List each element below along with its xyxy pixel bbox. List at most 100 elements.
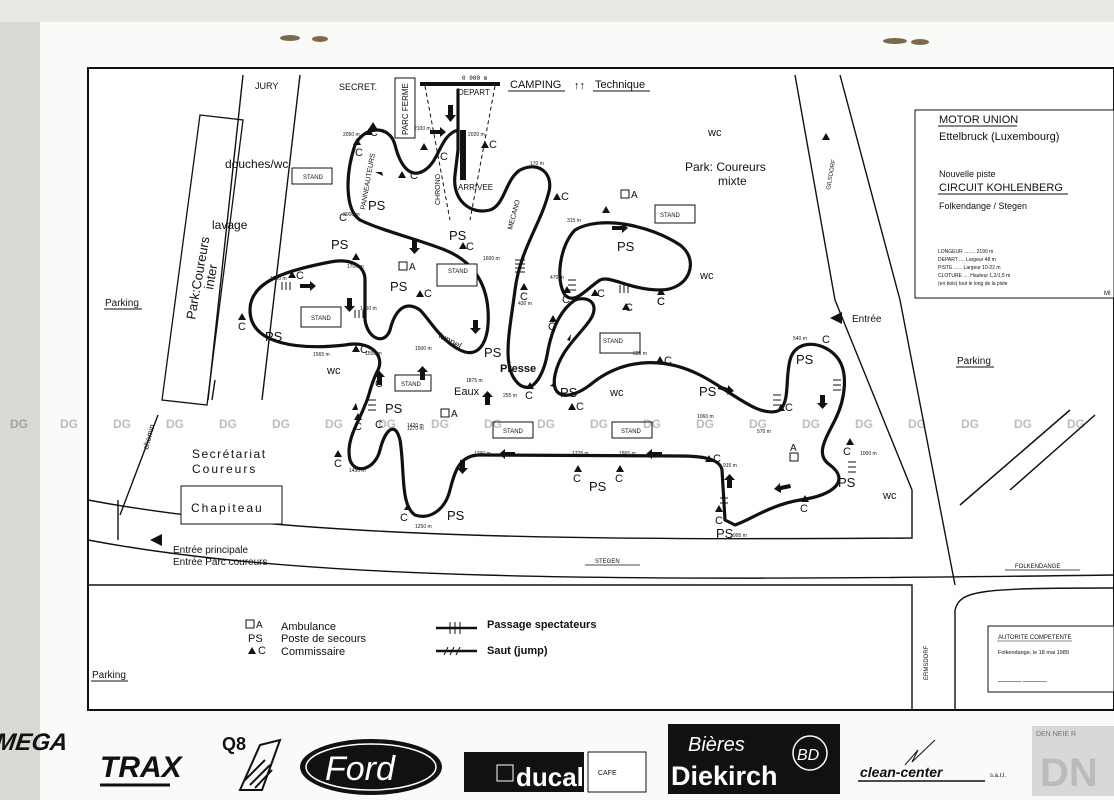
svg-text:STAND: STAND xyxy=(660,213,681,219)
svg-text:TRAX: TRAX xyxy=(100,751,184,784)
svg-text:C: C xyxy=(800,503,808,515)
parc-ferme-box xyxy=(394,77,416,139)
svg-text:A: A xyxy=(451,409,458,420)
svg-text:DG: DG xyxy=(855,417,873,431)
svg-text:A: A xyxy=(256,620,263,631)
svg-text:DG: DG xyxy=(484,417,502,431)
park-inter-area xyxy=(161,114,244,406)
svg-text:1700 m: 1700 m xyxy=(347,264,364,270)
svg-text:1290 m: 1290 m xyxy=(474,451,491,457)
park-mixte-label-1: Park: Coureurs xyxy=(685,160,766,174)
svg-text:C: C xyxy=(713,453,721,465)
svg-text:PS: PS xyxy=(716,526,734,541)
svg-text:1000 m: 1000 m xyxy=(860,451,877,457)
svg-text:↑↑: ↑↑ xyxy=(574,80,585,92)
svg-text:C: C xyxy=(573,473,581,485)
ambulance-markers: A A A A xyxy=(398,189,799,462)
svg-text:C: C xyxy=(843,446,851,458)
svg-text:PS: PS xyxy=(484,345,502,360)
svg-text:DG: DG xyxy=(272,417,290,431)
svg-text:A: A xyxy=(790,443,797,454)
svg-text:C: C xyxy=(520,291,528,303)
passage-hatches xyxy=(281,259,856,504)
svg-text:DG: DG xyxy=(696,417,714,431)
svg-text:C: C xyxy=(525,390,533,402)
svg-text:C: C xyxy=(355,147,363,159)
left-edge-shadow xyxy=(0,0,40,800)
svg-text:STAND: STAND xyxy=(503,429,524,435)
svg-text:DG: DG xyxy=(802,417,820,431)
svg-text:MI: MI xyxy=(1104,291,1111,297)
park-mixte-label-2: mixte xyxy=(718,174,747,188)
park-inter-label-2: inter xyxy=(201,262,220,290)
parc-ferme-label: PARC FERME xyxy=(401,83,410,135)
svg-text:C: C xyxy=(360,344,368,356)
douches-label: douches/wc xyxy=(225,157,288,171)
ps-labels: PS PS PS PS PS PS PS PS PS PS PS PS PS P… xyxy=(265,198,856,541)
svg-text:PS: PS xyxy=(796,352,814,367)
legend: A Ambulance PS Poste de secours C Commis… xyxy=(245,619,596,658)
svg-text:540 m: 540 m xyxy=(793,336,807,342)
authority-box: AUTORITE COMPETENTE Folkendange, le 18 m… xyxy=(987,625,1114,693)
svg-text:clean-center: clean-center xyxy=(860,764,944,780)
distance-markers: 2050 m 2100 m 2020 m 2000 m 170 m 1600 m… xyxy=(270,126,877,539)
svg-text:DG: DG xyxy=(60,417,78,431)
svg-text:PS: PS xyxy=(560,385,578,400)
svg-text:PS: PS xyxy=(390,279,408,294)
wc-label-right: wc xyxy=(699,270,714,282)
svg-text:Ford: Ford xyxy=(325,750,396,788)
svg-text:C: C xyxy=(657,296,665,308)
svg-text:DG: DG xyxy=(378,417,396,431)
svg-text:PS: PS xyxy=(449,228,467,243)
svg-text:C: C xyxy=(400,512,408,524)
svg-text:MEGA: MEGA xyxy=(0,729,70,756)
svg-text:C: C xyxy=(339,212,347,224)
ermsdorf-label: ERMSDORF xyxy=(924,645,930,680)
svg-text:1775 m: 1775 m xyxy=(572,451,589,457)
svg-text:DG: DG xyxy=(961,417,979,431)
sponsor-strip: MEGA TRAX Q8 Ford ducal CAFE Bières xyxy=(0,724,1114,796)
svg-text:1500 m: 1500 m xyxy=(415,346,432,352)
svg-text:1600 m: 1600 m xyxy=(483,256,500,262)
legend-ambulance: Ambulance xyxy=(281,621,336,633)
svg-text:470 m: 470 m xyxy=(550,275,564,281)
svg-text:A: A xyxy=(409,262,416,273)
camping-label: CAMPING xyxy=(510,79,561,91)
svg-text:PS: PS xyxy=(368,198,386,213)
stand-boxes: STAND STAND STAND STAND STAND STAND STAN… xyxy=(291,167,696,439)
svg-text:C: C xyxy=(375,419,383,431)
eaux-label: Eaux xyxy=(454,386,480,398)
svg-text:DG: DG xyxy=(113,417,131,431)
svg-text:1565 m: 1565 m xyxy=(313,352,330,358)
presse-label: Presse xyxy=(500,363,536,375)
diekirch-logo: Bières Diekirch BD xyxy=(668,724,840,794)
svg-text:C: C xyxy=(561,191,569,203)
secretariat-label-1: Secrétariat xyxy=(192,447,267,461)
svg-text:PS: PS xyxy=(589,479,607,494)
svg-text:915 m: 915 m xyxy=(723,463,737,469)
ducal-logo: ducal CAFE xyxy=(464,751,647,793)
svg-text:s.a.r.l.: s.a.r.l. xyxy=(990,773,1006,779)
svg-text:C: C xyxy=(296,270,304,282)
svg-text:C: C xyxy=(822,334,830,346)
lavage-label: lavage xyxy=(212,218,248,232)
svg-text:STAND: STAND xyxy=(401,382,422,388)
svg-text:BD: BD xyxy=(797,747,820,764)
svg-text:C: C xyxy=(440,151,448,163)
svg-text:DEPART .... Largeur 48 m: DEPART .... Largeur 48 m xyxy=(938,257,996,263)
jury-label: JURY xyxy=(255,81,278,91)
svg-text:C: C xyxy=(576,401,584,413)
svg-text:255 m: 255 m xyxy=(503,393,517,399)
svg-text:0 000 m: 0 000 m xyxy=(462,75,488,82)
svg-text:C: C xyxy=(664,355,672,367)
svg-text:STAND: STAND xyxy=(303,175,324,181)
wc-label-top: wc xyxy=(707,127,722,139)
parking-label-right: Parking xyxy=(957,356,991,367)
svg-text:C: C xyxy=(597,288,605,300)
megatrax-logo: MEGA TRAX xyxy=(0,729,184,787)
depart-label: DEPART xyxy=(458,88,490,97)
svg-text:C: C xyxy=(466,241,474,253)
svg-text:CAFE: CAFE xyxy=(598,770,617,777)
subtitle: Nouvelle piste xyxy=(939,169,996,179)
